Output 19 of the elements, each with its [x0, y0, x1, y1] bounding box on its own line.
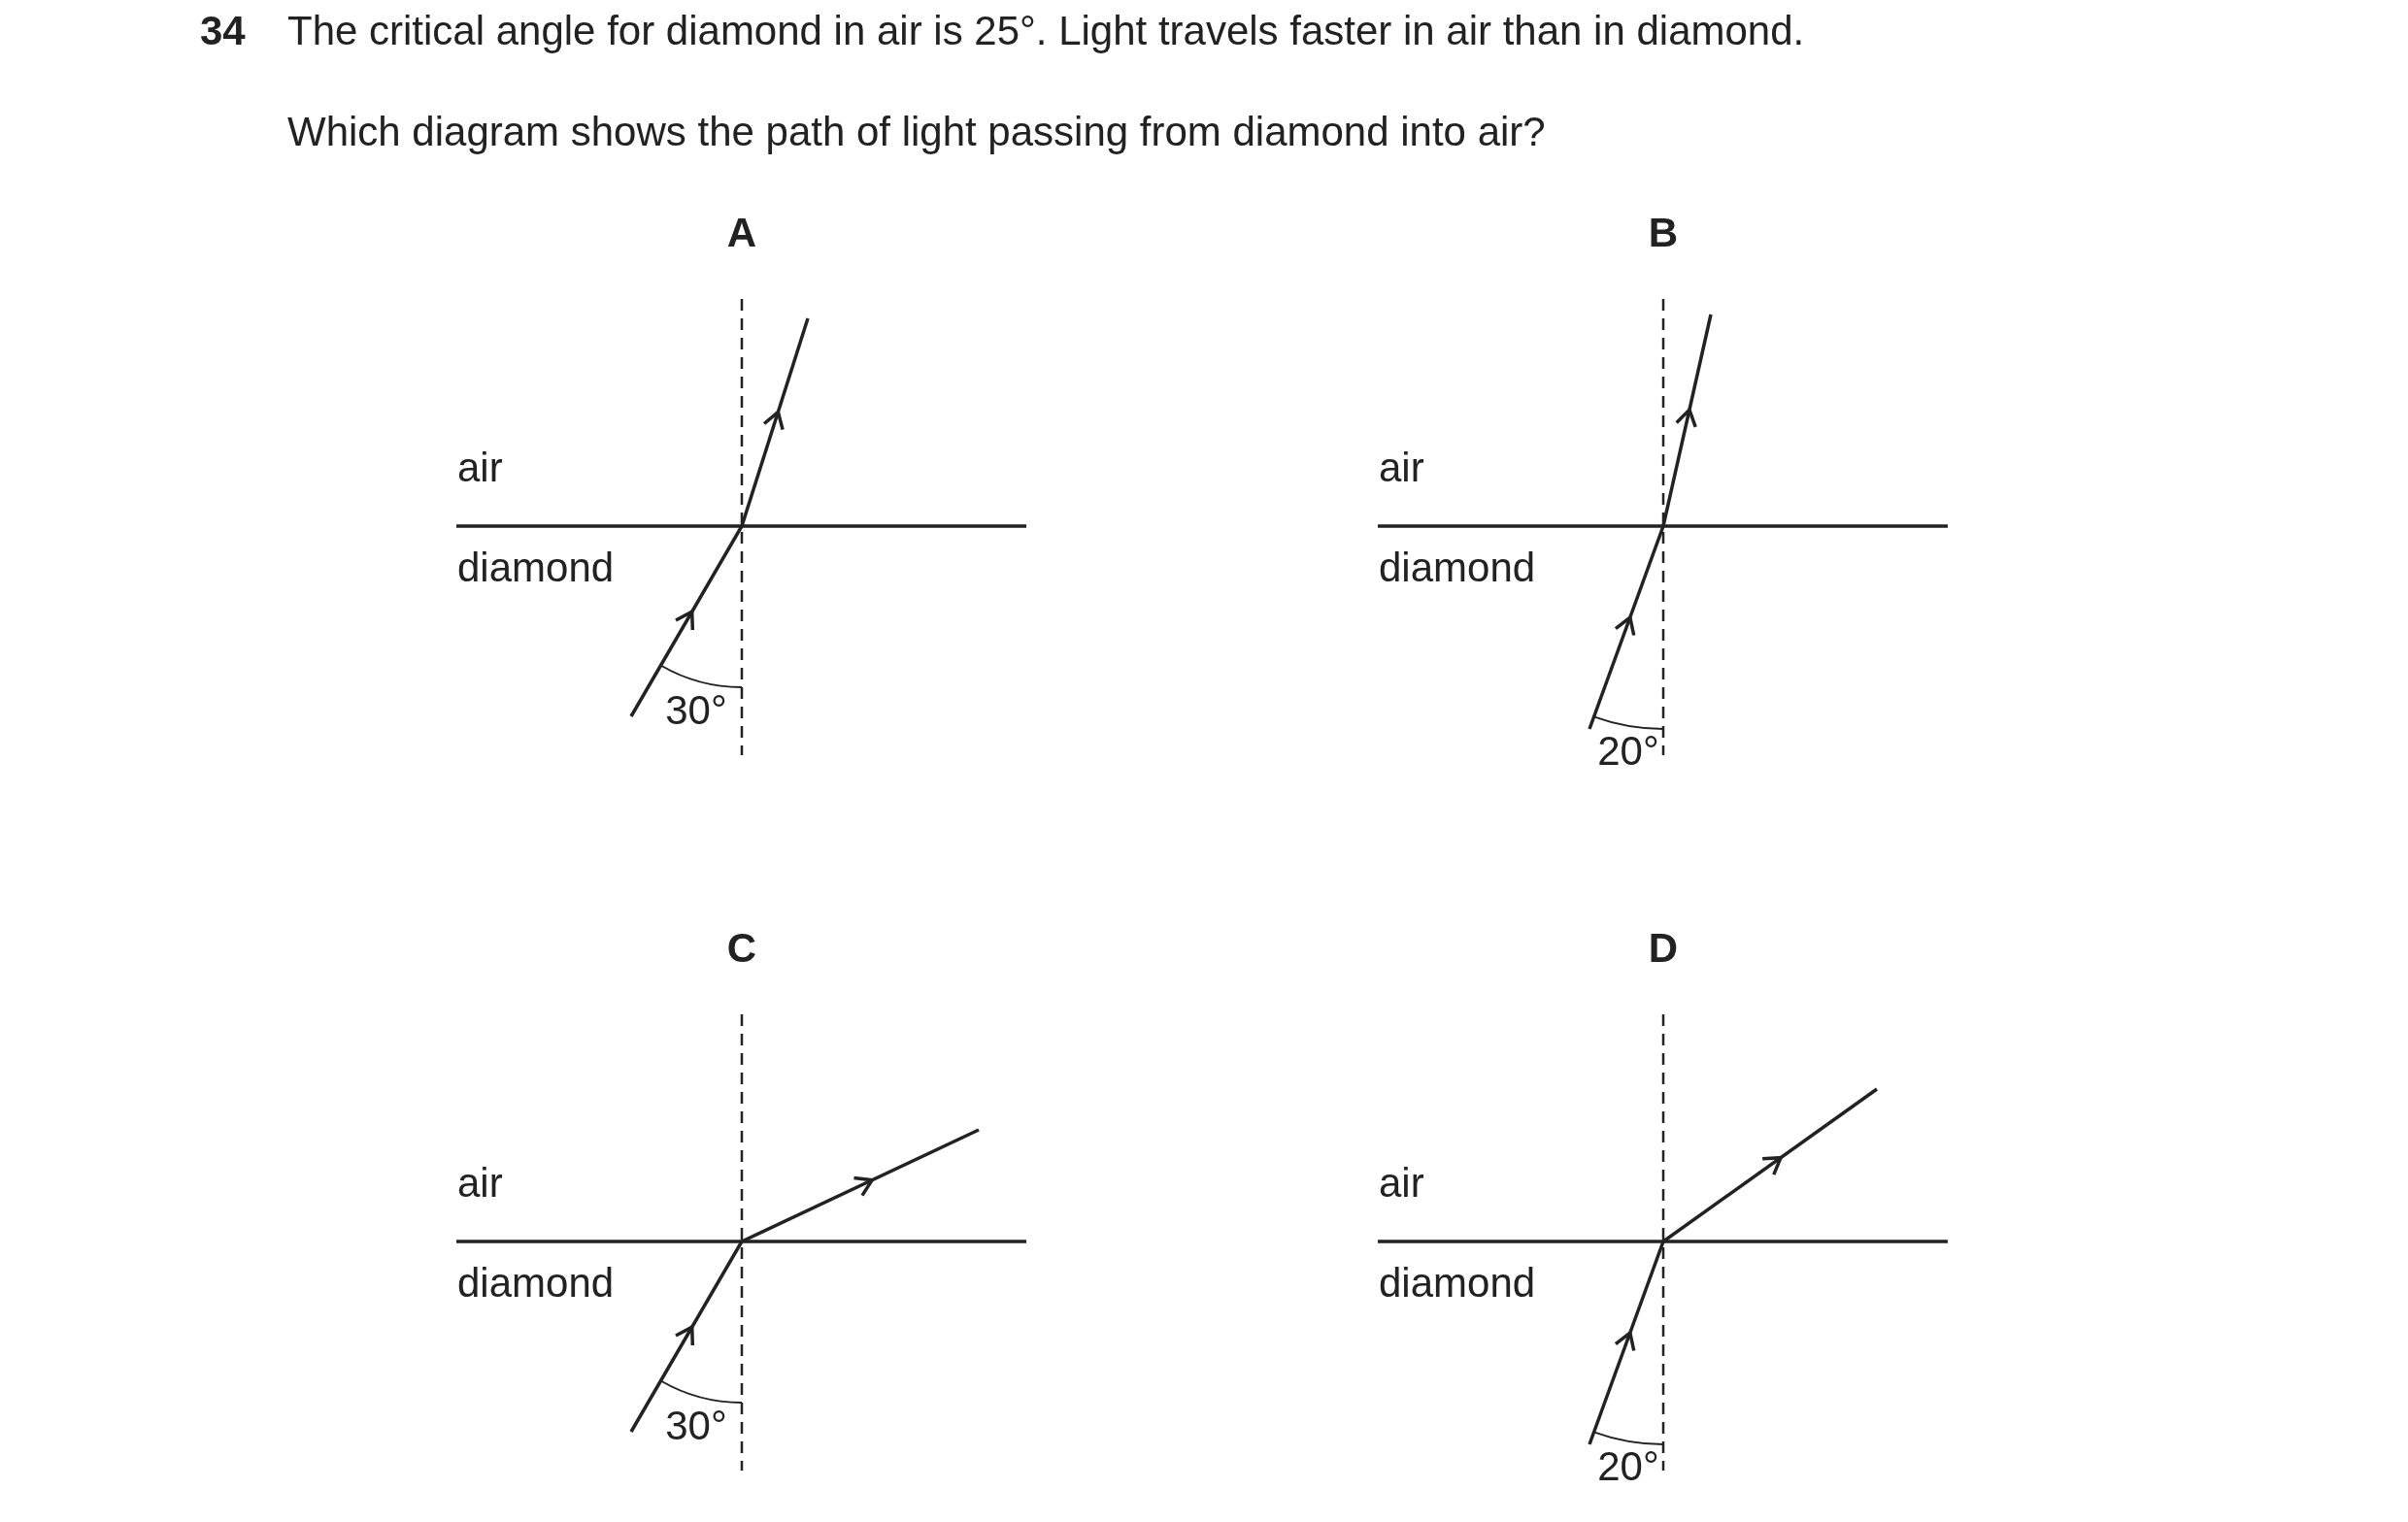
question-number: 34 — [200, 8, 246, 54]
option-letter: A — [726, 210, 757, 256]
angle-label: 30° — [665, 1403, 727, 1449]
angle-label: 20° — [1597, 728, 1659, 775]
medium-label: air — [1379, 1160, 1424, 1207]
angle-label: 30° — [665, 687, 727, 734]
angle-label: 20° — [1597, 1443, 1659, 1490]
option-letter: B — [1648, 210, 1679, 256]
medium-label: air — [1379, 445, 1424, 491]
question-text: Which diagram shows the path of light passing from diamond into air? — [287, 109, 1546, 155]
question-text: The critical angle for diamond in air is 25°. Light travels faster in air than in diamond. — [287, 8, 1805, 54]
medium-label: diamond — [1379, 545, 1536, 591]
medium-label: air — [457, 445, 503, 491]
medium-label: diamond — [457, 545, 615, 591]
medium-label: air — [457, 1160, 503, 1207]
medium-label: diamond — [457, 1260, 615, 1307]
option-letter: C — [726, 925, 757, 972]
medium-label: diamond — [1379, 1260, 1536, 1307]
option-letter: D — [1648, 925, 1679, 972]
